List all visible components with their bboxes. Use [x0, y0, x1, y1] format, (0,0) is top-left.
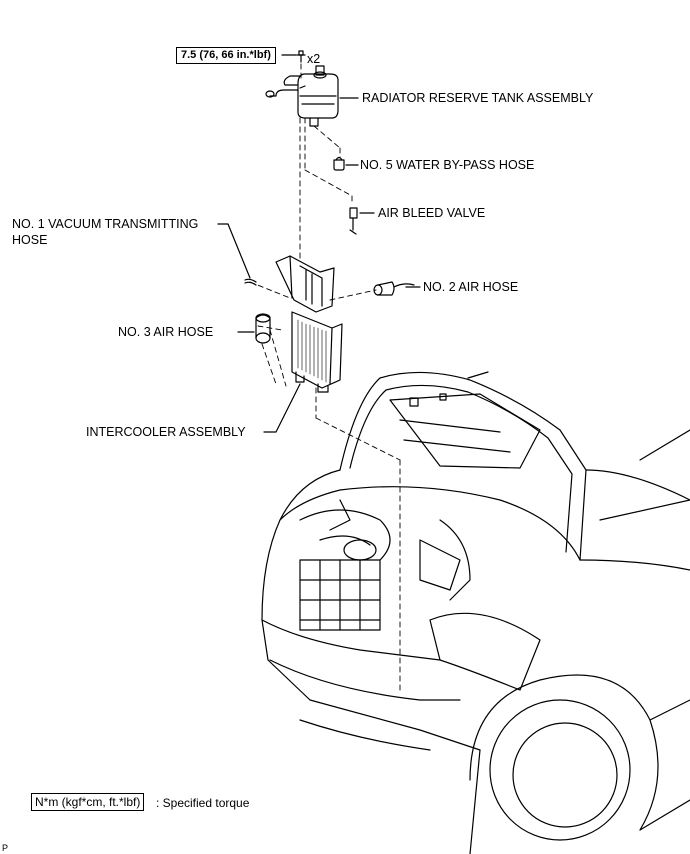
label-air-bleed-valve: AIR BLEED VALVE: [378, 206, 486, 220]
label-vacuum-transmitting-hose: NO. 1 VACUUM TRANSMITTING HOSE: [12, 217, 199, 247]
label-air-hose-2: NO. 2 AIR HOSE: [423, 280, 519, 294]
air-hose-2: [373, 281, 415, 296]
figure-code: P: [2, 843, 9, 853]
radiator-reserve-tank: [265, 65, 339, 127]
label-air-hose-3: NO. 3 AIR HOSE: [118, 325, 214, 339]
label-intercooler-assembly: INTERCOOLER ASSEMBLY: [86, 425, 246, 439]
vacuum-leader-line: [217, 223, 251, 279]
bolt-icon: [296, 50, 306, 63]
intercooler-leader-line: [263, 383, 301, 433]
intercooler-assembly: [275, 255, 343, 393]
label-water-bypass-hose: NO. 5 WATER BY-PASS HOSE: [360, 158, 535, 172]
bolt-quantity: x2: [307, 52, 321, 66]
torque-spec-value: 7.5 (76, 66 in.*lbf): [181, 49, 271, 61]
legend-torque-text: : Specified torque: [156, 796, 250, 810]
air-hose-3: [255, 313, 271, 344]
label-radiator-reserve-tank: RADIATOR RESERVE TANK ASSEMBLY: [362, 91, 594, 105]
torque-spec-box: 7.5 (76, 66 in.*lbf): [176, 47, 276, 64]
vacuum-transmitting-hose: [244, 278, 257, 286]
air-bleed-valve: [349, 207, 358, 235]
legend-torque-box: N*m (kgf*cm, ft.*lbf): [31, 793, 145, 811]
vehicle-front-illustration: [261, 371, 690, 854]
water-bypass-hose: [333, 156, 345, 171]
